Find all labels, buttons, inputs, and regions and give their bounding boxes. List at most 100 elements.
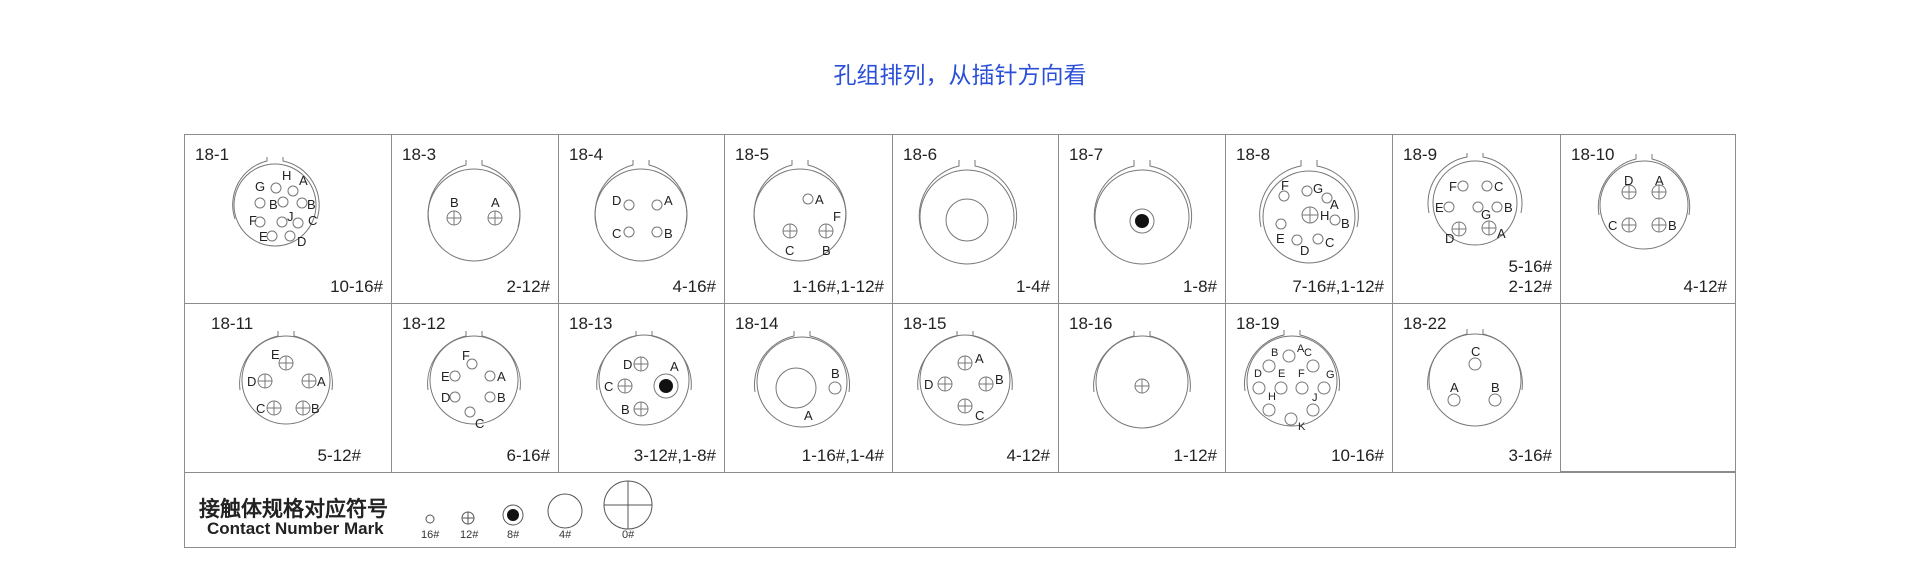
svg-text:D: D	[297, 234, 306, 249]
svg-text:B: B	[822, 243, 831, 258]
insert-code: 18-11	[211, 314, 254, 333]
insert-18-7: 18-7 1-8#	[1059, 135, 1226, 303]
insert-code: 18-22	[1403, 314, 1447, 333]
svg-text:C: C	[1494, 179, 1503, 194]
svg-text:H: H	[1320, 208, 1329, 223]
legend-title-en: Contact Number Mark	[207, 519, 384, 538]
svg-text:B: B	[1668, 218, 1677, 233]
svg-text:E: E	[441, 369, 450, 384]
legend-size-4: 4#	[559, 529, 572, 541]
svg-text:H: H	[1268, 391, 1276, 403]
svg-text:D: D	[1254, 368, 1262, 380]
svg-text:F: F	[1449, 179, 1457, 194]
svg-text:D: D	[1445, 231, 1454, 246]
contact-spec: 3-12#,1-8#	[633, 446, 716, 465]
svg-text:F: F	[249, 213, 257, 228]
contact-spec: 1-16#,1-12#	[792, 277, 884, 296]
contact-spec: 10-16#	[330, 277, 383, 296]
svg-text:D: D	[441, 390, 450, 405]
svg-text:G: G	[1313, 181, 1323, 196]
connector-face-icon: F C E G B D A	[1427, 153, 1523, 246]
svg-text:F: F	[833, 209, 841, 224]
svg-text:B: B	[307, 197, 316, 212]
contact-spec: 1-16#,1-4#	[801, 446, 884, 465]
svg-text:C: C	[604, 379, 613, 394]
svg-text:B: B	[311, 401, 320, 416]
legend-size-16: 16#	[421, 529, 440, 541]
svg-text:K: K	[1298, 421, 1306, 433]
contact-spec: 7-16#,1-12#	[1292, 277, 1384, 296]
svg-text:D: D	[1624, 173, 1633, 188]
svg-text:H: H	[282, 168, 291, 183]
svg-text:D: D	[623, 357, 632, 372]
insert-code: 18-13	[569, 314, 613, 333]
svg-text:A: A	[815, 192, 824, 207]
svg-text:G: G	[1481, 207, 1491, 222]
svg-text:A: A	[497, 369, 506, 384]
svg-text:A: A	[804, 408, 813, 423]
contact-number-legend: 接触体规格对应符号 Contact Number Mark 16# 12# 8#…	[185, 473, 1735, 547]
svg-text:A: A	[299, 173, 308, 188]
svg-text:G: G	[255, 179, 265, 194]
svg-text:B: B	[995, 372, 1004, 387]
svg-text:B: B	[269, 197, 278, 212]
svg-text:B: B	[1504, 200, 1513, 215]
svg-text:B: B	[450, 195, 459, 210]
insert-code: 18-10	[1571, 145, 1615, 164]
connector-face-icon	[918, 160, 1018, 265]
contact-spec: 2-12#	[506, 277, 550, 296]
svg-text:C: C	[308, 213, 317, 228]
connector-face-icon	[1093, 160, 1193, 265]
svg-text:B: B	[1341, 216, 1350, 231]
svg-text:A: A	[1655, 173, 1664, 188]
insert-code: 18-8	[1236, 145, 1271, 164]
svg-text:C: C	[1471, 344, 1480, 359]
insert-code: 18-4	[569, 145, 604, 164]
svg-text:E: E	[1435, 200, 1444, 215]
contact-spec: 1-4#	[1015, 277, 1050, 296]
insert-code: 18-16	[1069, 314, 1113, 333]
contact-spec: 5-12#	[317, 446, 361, 465]
insert-code: 18-9	[1403, 145, 1438, 164]
contact-spec: 10-16#	[1331, 446, 1384, 465]
svg-text:A: A	[975, 351, 984, 366]
empty-cell	[1561, 304, 1735, 472]
svg-text:C: C	[1304, 347, 1312, 359]
svg-text:F: F	[1281, 178, 1289, 193]
svg-text:B: B	[497, 390, 506, 405]
svg-text:F: F	[1298, 368, 1305, 380]
contact-symbols-icon	[425, 480, 653, 530]
insert-code: 18-1	[195, 145, 230, 164]
contact-spec: 3-16#	[1508, 446, 1552, 465]
svg-text:C: C	[256, 401, 265, 416]
contact-spec: 1-12#	[1173, 446, 1217, 465]
connector-face-icon: BA	[754, 331, 850, 428]
svg-text:C: C	[1608, 218, 1617, 233]
connector-face-icon	[1093, 331, 1191, 429]
contact-spec: 1-8#	[1182, 277, 1217, 296]
svg-text:A: A	[1497, 226, 1506, 241]
legend-size-12: 12#	[460, 529, 479, 541]
insert-code: 18-5	[735, 145, 770, 164]
insert-code: 18-19	[1236, 314, 1280, 333]
svg-text:C: C	[975, 408, 984, 423]
